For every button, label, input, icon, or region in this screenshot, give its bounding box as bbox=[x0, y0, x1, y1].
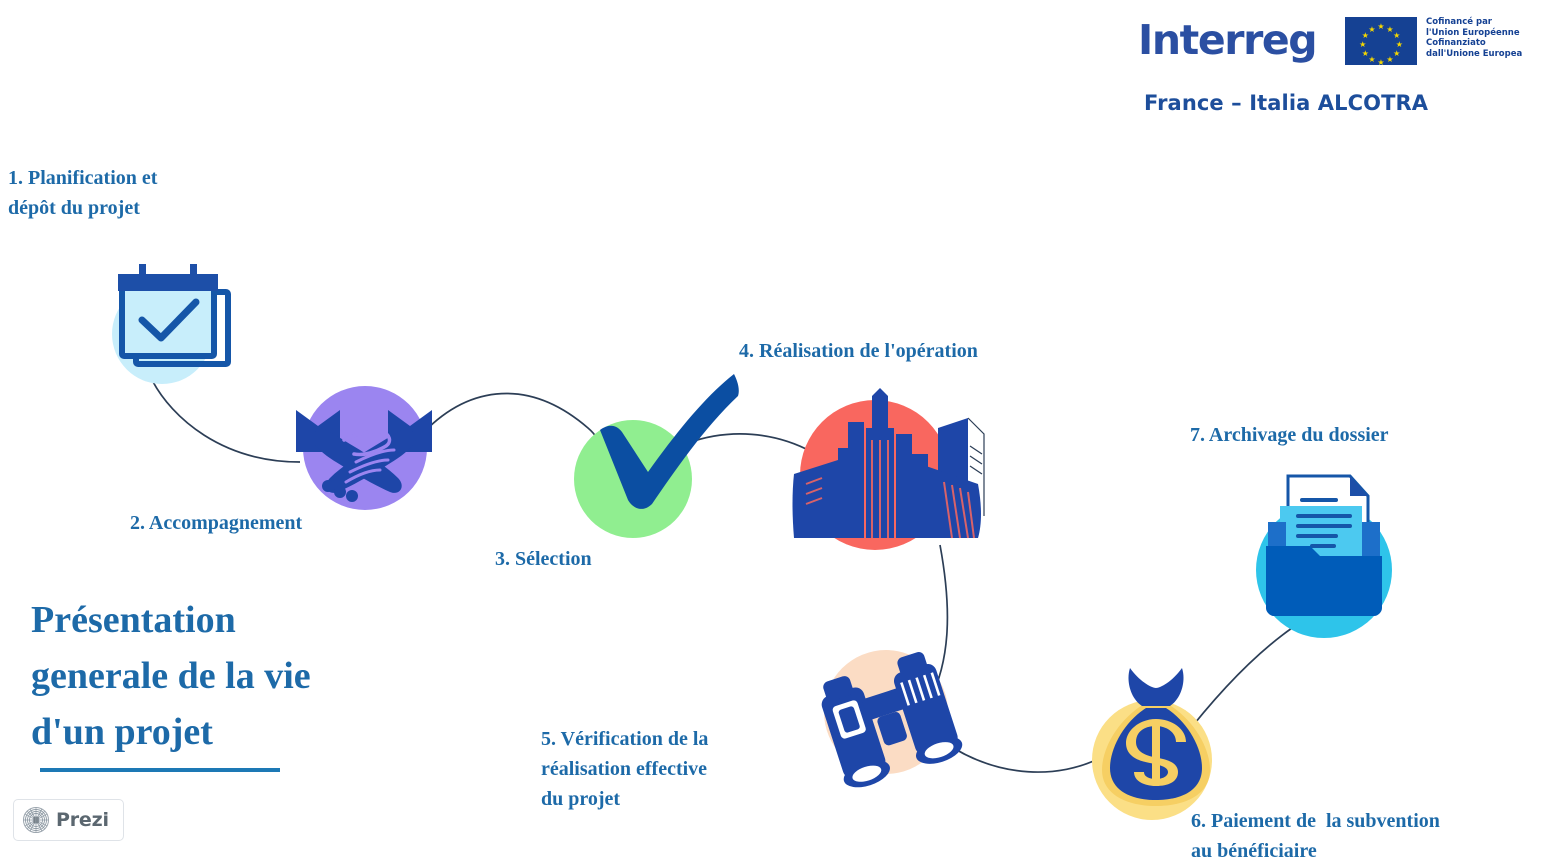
step-node-1 bbox=[106, 262, 231, 384]
checkmark-icon bbox=[600, 374, 739, 509]
step-label-2: 2. Accompagnement bbox=[130, 512, 303, 534]
interreg-wordmark: Interreg bbox=[1138, 16, 1318, 64]
prezi-logo-icon bbox=[23, 807, 49, 833]
slide-title: Présentation generale de la vie d'un pro… bbox=[31, 592, 391, 760]
handshake-icon bbox=[296, 410, 432, 502]
step-node-2 bbox=[294, 386, 434, 510]
money-bag-icon bbox=[1102, 668, 1210, 806]
interreg-branding: Interreg ★ ★ ★ ★ ★ ★ ★ ★ ★ ★ ★ ★ Cofinan… bbox=[1138, 8, 1538, 128]
step-node-4 bbox=[792, 388, 988, 550]
slide-title-line-1: Présentation bbox=[31, 599, 236, 641]
prezi-badge[interactable]: Prezi bbox=[13, 799, 124, 841]
step-node-3 bbox=[574, 368, 739, 538]
step-label-3: 3. Sélection bbox=[495, 548, 592, 570]
eu-caption-it-line2: dall'Unione Europea bbox=[1426, 48, 1523, 59]
archive-folder-icon bbox=[1266, 474, 1382, 616]
step-label-4: 4. Réalisation de l'opération bbox=[739, 340, 978, 362]
binoculars-icon bbox=[821, 652, 963, 788]
step-label-5: 5. Vérification de la réalisation effect… bbox=[541, 728, 709, 810]
prezi-label: Prezi bbox=[56, 809, 109, 831]
step-label-7: 7. Archivage du dossier bbox=[1190, 424, 1389, 446]
step-node-6 bbox=[1092, 662, 1220, 820]
eu-flag-icon: ★ ★ ★ ★ ★ ★ ★ ★ ★ ★ ★ ★ bbox=[1345, 17, 1417, 67]
eu-caption-fr-line2: l'Union Européenne bbox=[1426, 27, 1520, 38]
step-node-7 bbox=[1250, 468, 1400, 638]
eu-caption-fr-line1: Cofinancé par bbox=[1426, 17, 1492, 27]
eu-cofunding-block: ★ ★ ★ ★ ★ ★ ★ ★ ★ ★ ★ ★ Cofinancé par l'… bbox=[1345, 17, 1522, 67]
programme-name: France – Italia ALCOTRA bbox=[1144, 91, 1429, 115]
slide-title-line-3: d'un projet bbox=[31, 711, 213, 753]
step-node-5 bbox=[812, 648, 968, 796]
eu-caption-it-line1: Cofinanziato bbox=[1426, 38, 1486, 48]
city-skyline-icon bbox=[792, 388, 985, 539]
step-label-6: 6. Paiement de la subvention au bénéfici… bbox=[1191, 810, 1440, 862]
step-label-1: 1. Planification et dépôt du projet bbox=[8, 167, 158, 219]
slide-title-line-2: generale de la vie bbox=[31, 655, 311, 697]
eu-cofunding-caption: Cofinancé par l'Union Européenne Cofinan… bbox=[1426, 17, 1522, 59]
title-underline-rule bbox=[40, 768, 280, 772]
calendar-check-icon bbox=[118, 264, 231, 367]
